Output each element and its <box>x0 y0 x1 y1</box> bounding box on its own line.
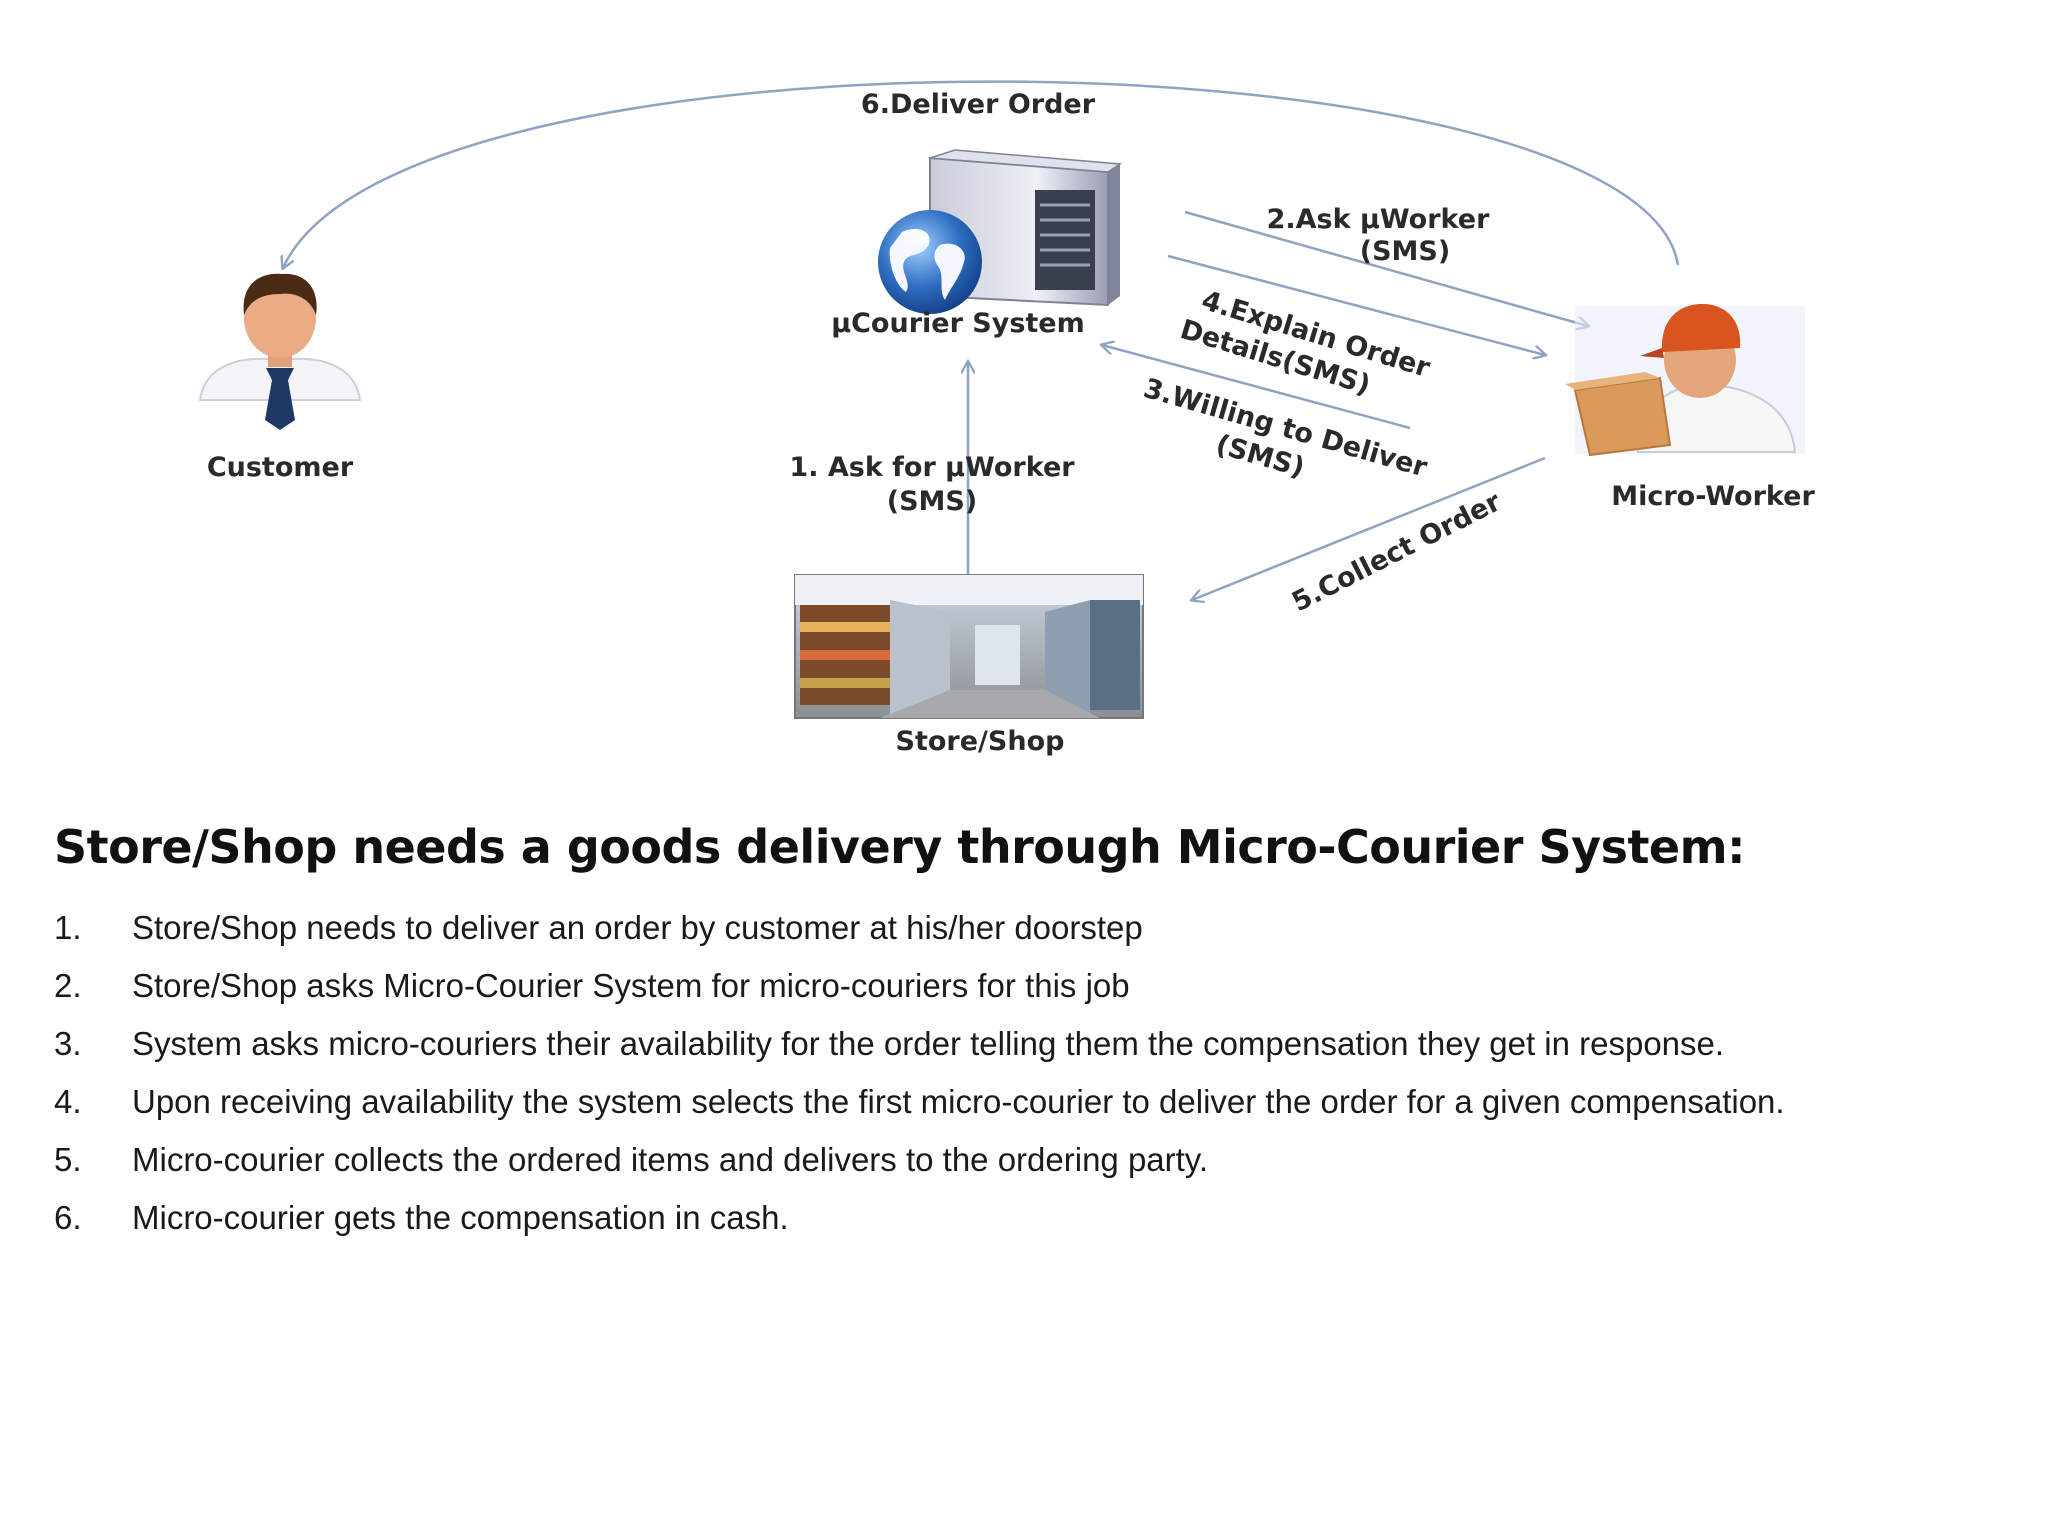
list-item: 6. Micro-courier gets the compensation i… <box>54 1194 1978 1242</box>
list-item: 1. Store/Shop needs to deliver an order … <box>54 904 1978 952</box>
step-text: System asks micro-couriers their availab… <box>132 1025 1725 1062</box>
label-system: µCourier System <box>831 308 1085 339</box>
step-number: 3. <box>54 1025 82 1062</box>
label-customer: Customer <box>207 452 354 483</box>
arrow-deliver-order <box>283 80 1680 268</box>
description-section: Store/Shop needs a goods delivery throug… <box>54 820 1978 1252</box>
page-heading: Store/Shop needs a goods delivery throug… <box>54 820 1745 874</box>
micro-worker-icon <box>1565 304 1805 457</box>
step-number: 6. <box>54 1199 82 1236</box>
arrow-explain-order <box>1167 254 1545 355</box>
step-number: 5. <box>54 1141 82 1178</box>
step-text: Upon receiving availability the system s… <box>132 1083 1785 1120</box>
list-item: 2. Store/Shop asks Micro-Courier System … <box>54 962 1978 1010</box>
arrow-willing-to-deliver <box>1102 345 1411 430</box>
customer-icon <box>198 273 362 430</box>
step-number: 4. <box>54 1083 82 1120</box>
label-deliver-order: 6.Deliver Order <box>861 89 1096 120</box>
label-store: Store/Shop <box>896 726 1065 757</box>
list-item: 5. Micro-courier collects the ordered it… <box>54 1136 1978 1184</box>
flow-arrows <box>283 80 1680 600</box>
label-collect-order: 5.Collect Order <box>1287 486 1506 618</box>
globe-icon <box>878 210 982 314</box>
step-text: Micro-courier collects the ordered items… <box>132 1141 1209 1178</box>
steps-list: 1. Store/Shop needs to deliver an order … <box>54 904 1978 1242</box>
label-micro-worker: Micro-Worker <box>1611 481 1815 512</box>
store-photo <box>794 574 1144 719</box>
arrow-ask-worker <box>1184 210 1588 326</box>
step-text: Store/Shop needs to deliver an order by … <box>132 909 1143 946</box>
label-ask-worker-sms: (SMS) <box>1360 236 1450 267</box>
step-text: Micro-courier gets the compensation in c… <box>132 1199 789 1236</box>
delivery-flow-diagram: 6.Deliver Order µCourier System Customer… <box>198 80 1815 757</box>
list-item: 3. System asks micro-couriers their avai… <box>54 1020 1978 1068</box>
step-number: 1. <box>54 909 82 946</box>
label-ask-for-worker: 1. Ask for µWorker <box>789 452 1075 483</box>
step-number: 2. <box>54 967 82 1004</box>
step-text: Store/Shop asks Micro-Courier System for… <box>132 967 1130 1004</box>
list-item: 4. Upon receiving availability the syste… <box>54 1078 1978 1126</box>
label-ask-worker: 2.Ask µWorker <box>1267 204 1490 235</box>
arrow-collect-order <box>1192 456 1546 600</box>
label-ask-for-worker-sms: (SMS) <box>887 486 977 517</box>
